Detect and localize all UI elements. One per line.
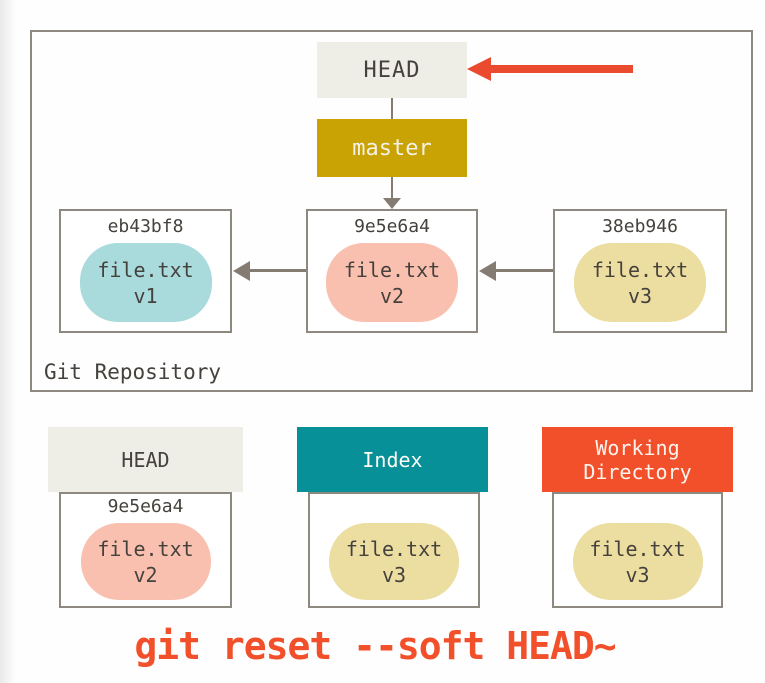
red-arrow-shaft	[489, 65, 633, 73]
area-header-head: HEAD	[48, 427, 243, 492]
file-snapshot-blob: file.txt v1	[79, 243, 212, 322]
file-name: file.txt	[591, 257, 689, 282]
file-snapshot-blob: file.txt v3	[574, 243, 706, 322]
master-branch-box: master	[317, 119, 467, 177]
file-name: file.txt	[345, 536, 443, 561]
arrow-left-icon	[233, 261, 250, 281]
commit-hash: 9e5e6a4	[107, 496, 184, 517]
file-snapshot-blob: file.txt v3	[572, 523, 703, 600]
commit-hash: eb43bf8	[107, 216, 184, 237]
area-box-index: file.txt v3	[308, 492, 480, 608]
area-box-working-directory: file.txt v3	[552, 492, 723, 608]
file-version: v3	[381, 562, 407, 587]
commit-hash: 38eb946	[602, 216, 678, 237]
file-name: file.txt	[343, 257, 441, 282]
area-box-head: 9e5e6a4 file.txt v2	[59, 492, 232, 608]
arrow-left-icon	[479, 261, 496, 281]
file-version: v2	[379, 283, 405, 308]
arrow-master-to-commit-line	[391, 177, 393, 200]
connector-head-to-master	[391, 98, 393, 119]
file-version: v1	[133, 283, 158, 308]
area-header-working-directory: Working Directory	[542, 427, 733, 492]
file-snapshot-blob: file.txt v2	[80, 523, 211, 600]
file-snapshot-blob: file.txt v2	[326, 243, 458, 322]
file-version: v3	[625, 562, 650, 587]
git-repository-box: Git Repository	[30, 30, 753, 392]
file-version: v2	[133, 562, 158, 587]
commit-box-9e5e6a4: 9e5e6a4 file.txt v2	[306, 209, 478, 333]
arrow-commit3-to-commit2-line	[494, 269, 553, 272]
file-version: v3	[627, 283, 653, 308]
commit-box-38eb946: 38eb946 file.txt v3	[553, 209, 727, 333]
area-header-index: Index	[297, 427, 488, 492]
file-name: file.txt	[97, 536, 194, 561]
git-command-caption: git reset --soft HEAD~	[134, 624, 616, 668]
arrow-down-icon	[383, 198, 401, 209]
file-name: file.txt	[589, 536, 686, 561]
git-repository-label: Git Repository	[44, 360, 222, 384]
commit-hash: 9e5e6a4	[354, 216, 430, 237]
file-snapshot-blob: file.txt v3	[329, 523, 459, 600]
head-box: HEAD	[317, 42, 467, 98]
arrow-commit2-to-commit1-line	[248, 269, 306, 272]
red-arrow-icon	[467, 57, 491, 81]
commit-box-eb43bf8: eb43bf8 file.txt v1	[59, 209, 232, 333]
file-name: file.txt	[97, 257, 194, 282]
page-edge-shade	[0, 0, 16, 683]
